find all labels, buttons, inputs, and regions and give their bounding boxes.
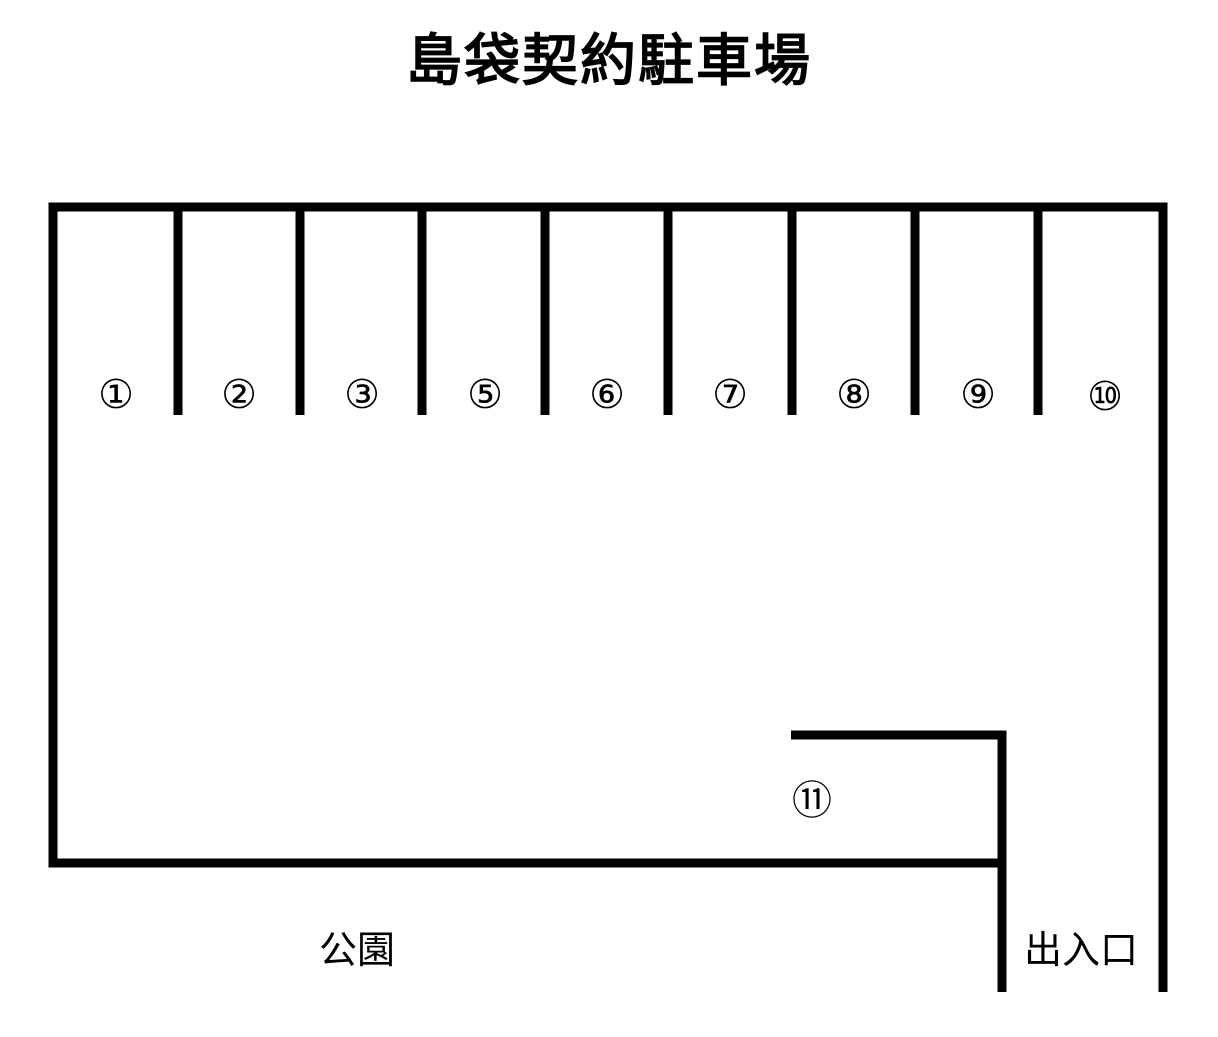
extra-bay-outline-group: [791, 730, 1007, 992]
bay-label-7: ⑦: [712, 372, 748, 418]
bay-label-10: ⑩: [1087, 374, 1123, 420]
area-label-park: 公園: [318, 928, 396, 972]
bay-label-1: ①: [98, 372, 134, 418]
bay-label-9: ⑨: [960, 372, 996, 418]
bay-label-11: ⑪: [792, 778, 832, 824]
bay-label-5: ⑤: [467, 372, 503, 418]
bay-label-2: ②: [221, 372, 257, 418]
lot-outline-group: [48, 202, 1168, 992]
page-title: 島袋契約駐車場: [406, 29, 812, 94]
area-label-entrance: 出入口: [1023, 928, 1139, 972]
bay-divider-group: [173, 207, 1043, 415]
bay-label-6: ⑥: [589, 372, 625, 418]
bay-label-3: ③: [344, 372, 380, 418]
bay-label-8: ⑧: [836, 372, 872, 418]
